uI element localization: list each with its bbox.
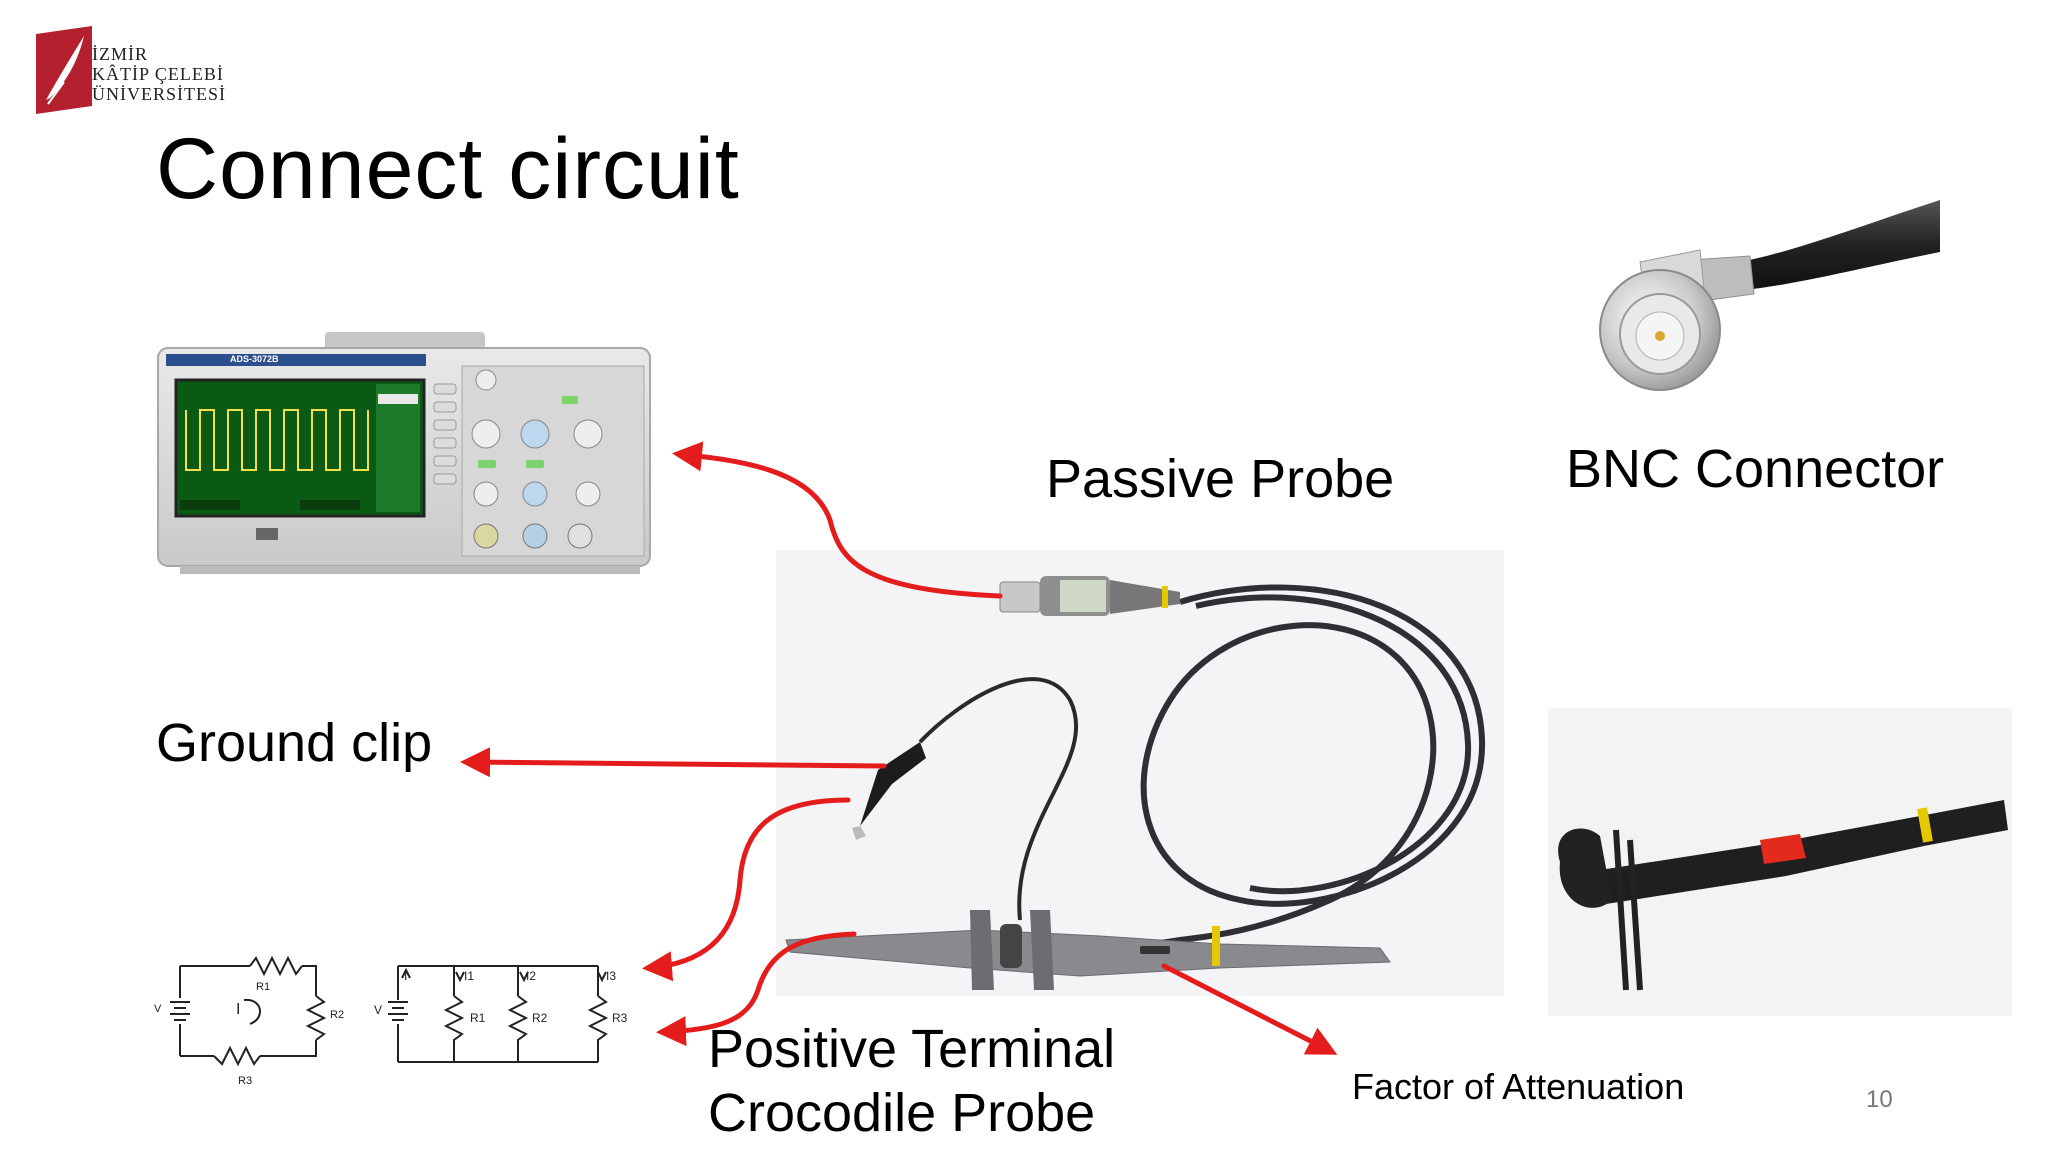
- probe-tip-closeup-image: [1548, 708, 2012, 1016]
- series-source-label: V: [154, 1003, 162, 1015]
- parallel-source-label: V: [374, 1003, 382, 1017]
- university-logo: İZMİR KÂTİP ÇELEBİ ÜNİVERSİTESİ: [34, 26, 226, 116]
- logo-line-2: KÂTİP ÇELEBİ: [92, 64, 224, 84]
- bnc-connector-image: [1599, 200, 1940, 391]
- quill-logo-icon: [36, 26, 92, 114]
- positive-terminal-label: Positive Terminal: [708, 1019, 1116, 1079]
- factor-attenuation-label: Factor of Attenuation: [1352, 1066, 1685, 1107]
- series-r1-label: R1: [256, 981, 270, 993]
- oscilloscope-model: ADS-3072B: [230, 354, 279, 364]
- bnc-connector-label: BNC Connector: [1566, 439, 1945, 499]
- parallel-circuit-schematic: [388, 965, 609, 1063]
- parallel-i-label: I: [404, 969, 407, 983]
- oscilloscope-image: [157, 332, 651, 574]
- logo-line-3: ÜNİVERSİTESİ: [92, 84, 226, 104]
- parallel-r1-label: R1: [470, 1011, 486, 1025]
- arrow-attenuation: [1161, 963, 1338, 1055]
- arrow-ground-clip: [460, 747, 887, 778]
- logo-line-1: İZMİR: [92, 44, 148, 64]
- ground-clip-label: Ground clip: [156, 713, 433, 773]
- parallel-i1-label: I1: [464, 969, 474, 983]
- passive-probe-label: Passive Probe: [1046, 449, 1395, 509]
- series-current-label: I: [236, 1001, 240, 1018]
- arrow-positive-terminal: [656, 931, 857, 1047]
- parallel-i2-label: I2: [526, 969, 536, 983]
- series-r3-label: R3: [238, 1075, 252, 1087]
- series-r2-label: R2: [330, 1009, 344, 1021]
- slide-title: Connect circuit: [156, 121, 740, 217]
- passive-probe-image: [785, 576, 1486, 990]
- series-circuit-schematic: [170, 955, 327, 1067]
- arrow-to-oscilloscope: [672, 441, 1003, 599]
- arrow-to-series-circuit: [642, 797, 851, 982]
- parallel-i3-label: I3: [606, 969, 616, 983]
- parallel-r2-label: R2: [532, 1011, 548, 1025]
- parallel-r3-label: R3: [612, 1011, 628, 1025]
- page-number: 10: [1866, 1086, 1893, 1113]
- crocodile-probe-label: Crocodile Probe: [708, 1083, 1096, 1143]
